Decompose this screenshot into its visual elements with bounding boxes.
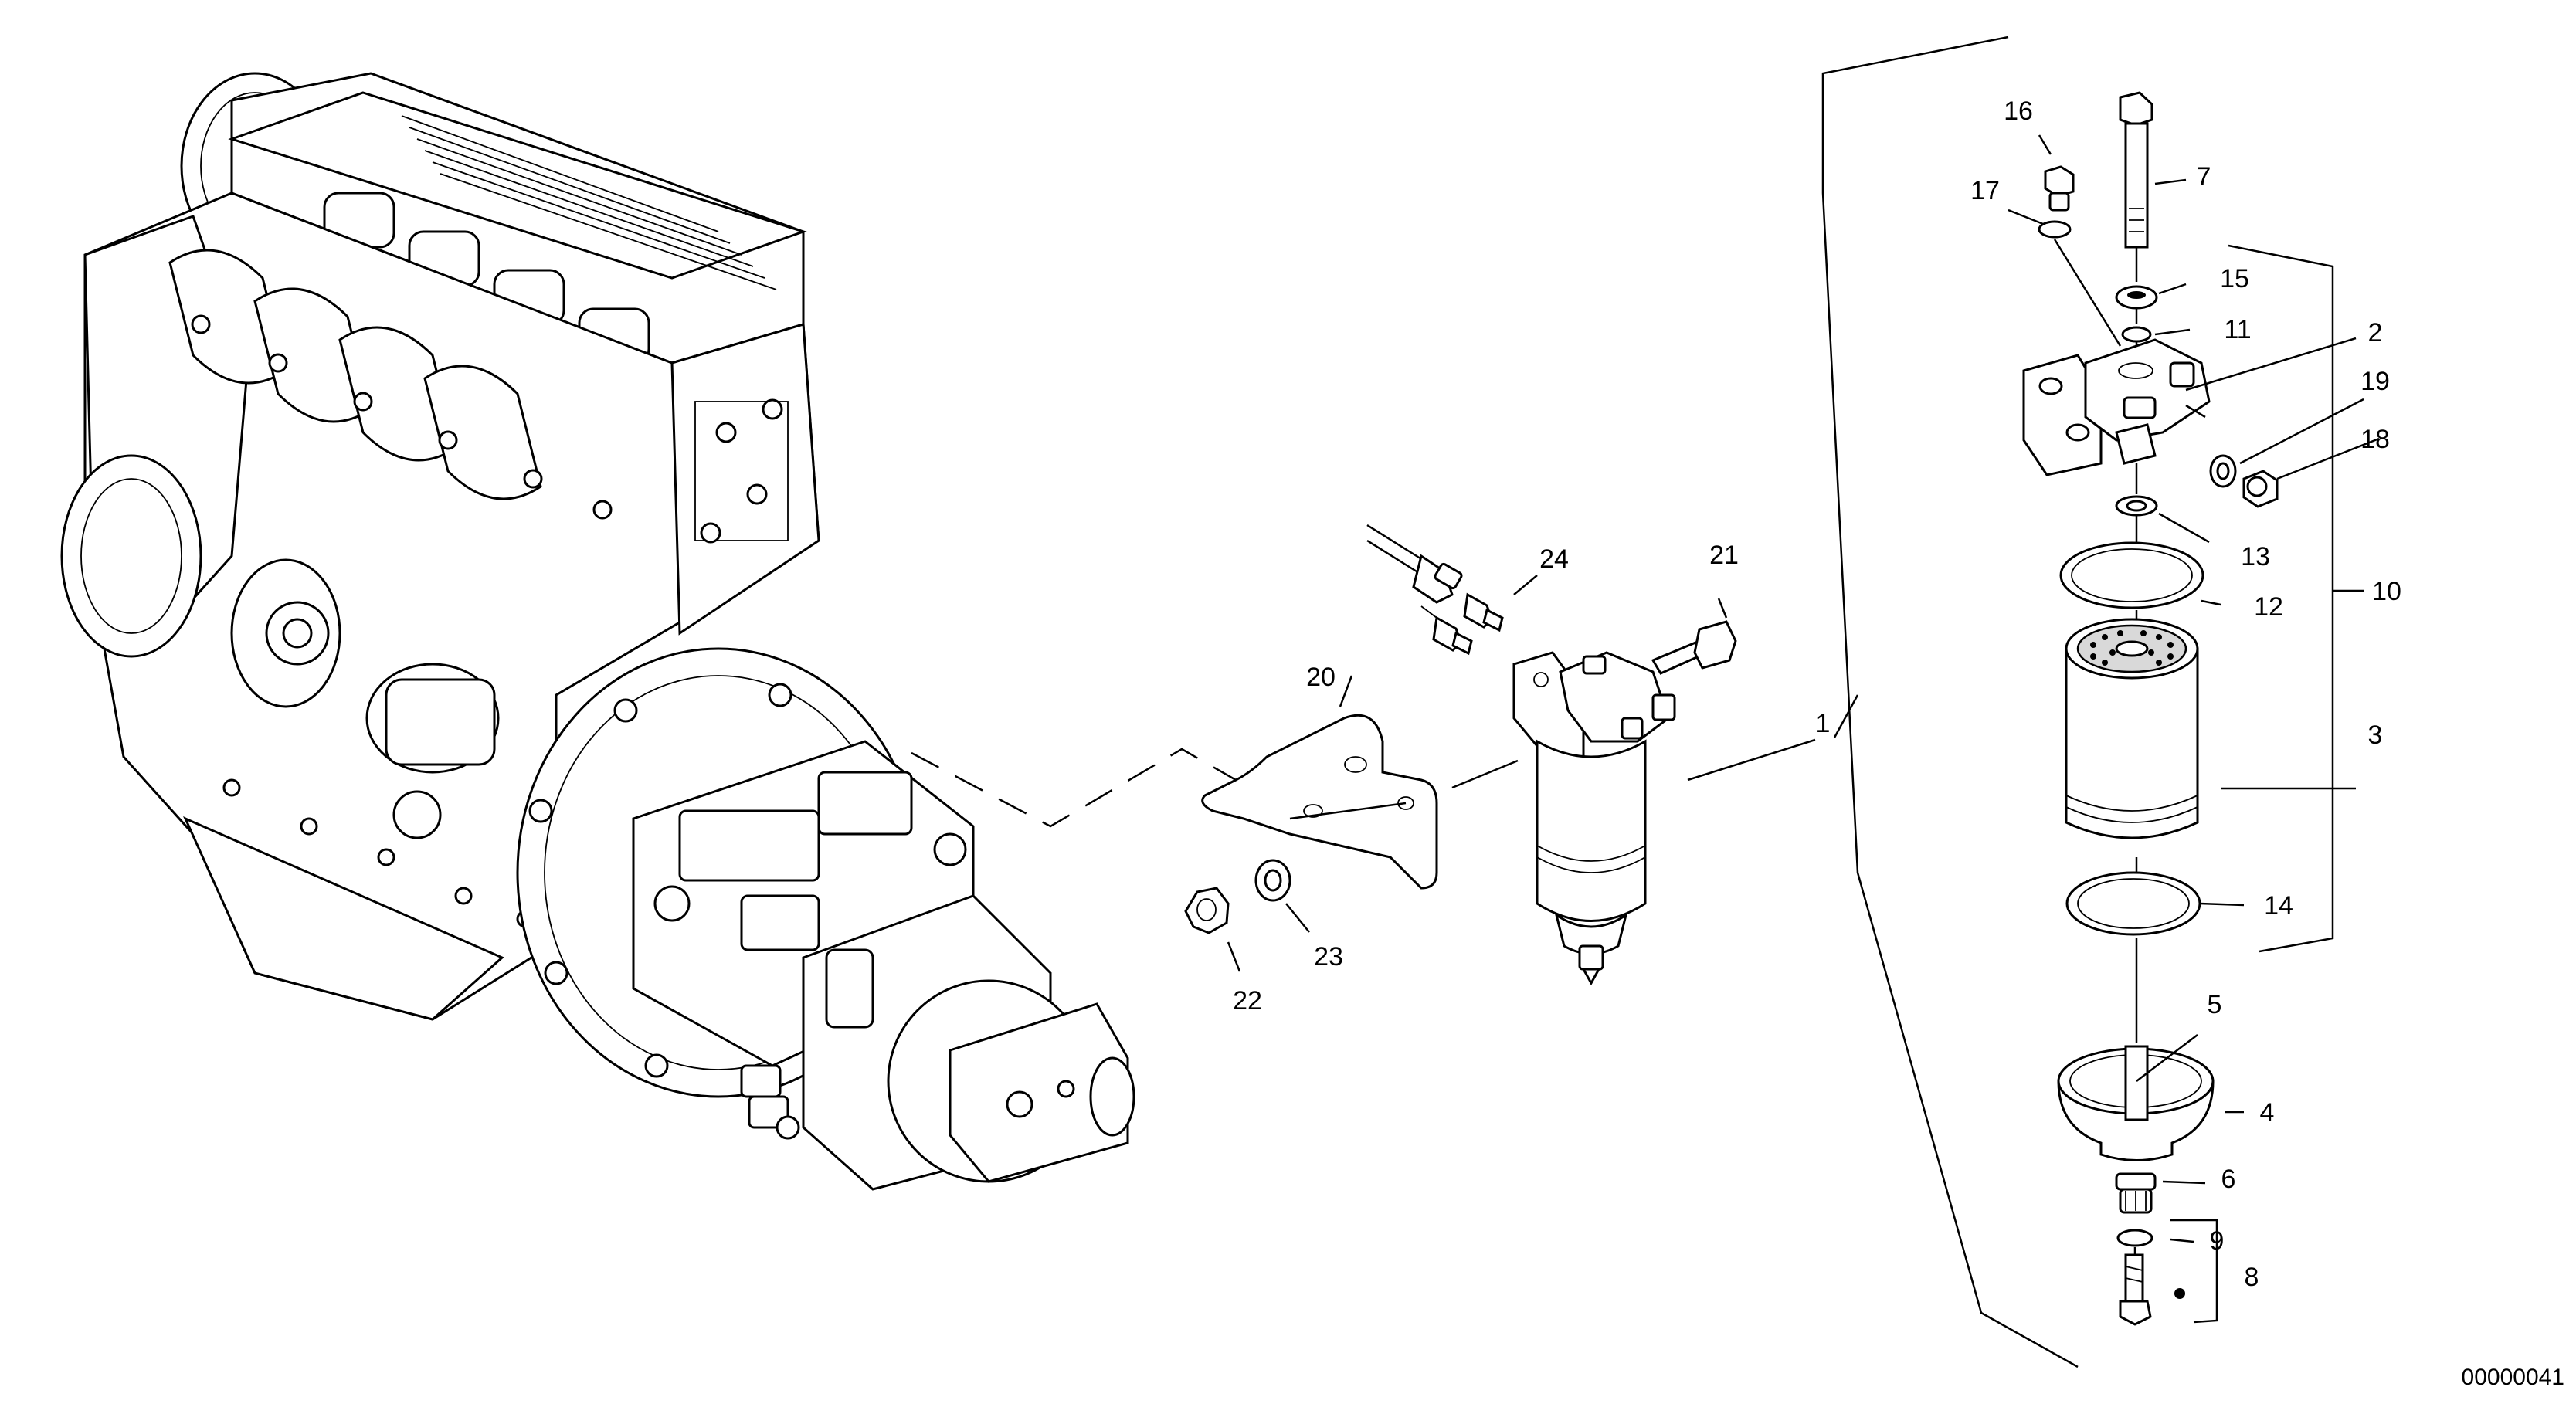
callout-15: 15 [2220,264,2249,293]
callout-13: 13 [2241,542,2270,571]
callout-3: 3 [2368,721,2383,750]
callout-20: 20 [1306,663,1336,692]
callout-24: 24 [1539,544,1569,574]
callout-21: 21 [1709,541,1739,570]
callout-6: 6 [2221,1165,2236,1194]
callout-22: 22 [1233,986,1262,1016]
callout-11: 11 [2224,315,2251,344]
flat-washer [1254,859,1291,902]
seal-ring [2121,326,2152,343]
filter-cartridge [2065,618,2199,839]
callout-12: 12 [2254,592,2283,622]
callout-5: 5 [2208,990,2222,1019]
water-separator-bowl [2057,1045,2215,1161]
drain-plug [2115,1172,2157,1214]
callout-19: 19 [2360,367,2390,396]
callout-8: 8 [2245,1263,2259,1292]
o-ring-upper [2059,541,2204,609]
hex-nut [1184,887,1230,934]
callout-1: 1 [1816,709,1831,738]
drawing-reference-number: 00000041 [2462,1365,2564,1390]
callout-16: 16 [2004,97,2033,126]
gear-pump [949,1002,1129,1183]
drain-screw [2119,1253,2185,1326]
callout-9: 9 [2210,1226,2225,1256]
callout-4: 4 [2260,1098,2275,1127]
filter-head [2022,338,2211,476]
exploded-filter-stack [2022,91,2279,1326]
fuel-line-fittings [1366,524,1504,656]
callout-2: 2 [2368,318,2383,348]
callout-7: 7 [2197,162,2211,192]
callout-18: 18 [2360,425,2390,454]
callout-23: 23 [1314,942,1343,971]
mounting-bracket [1201,714,1438,890]
callout-14: 14 [2264,891,2293,921]
callout-17: 17 [1970,176,2000,205]
frame-lines [1821,36,2334,1368]
leader-lines [1227,134,2380,1243]
plug-washer [2038,220,2072,239]
filter-assembly-mounted [1512,620,1737,986]
long-bolt [2119,91,2153,127]
drain-washer [2116,1229,2153,1247]
connection-dashed-line [911,748,1237,828]
crank-pulley [60,454,202,658]
o-ring-lower [2065,871,2201,936]
callout-labels: 1 2 3 4 5 6 7 8 9 10 11 12 13 14 15 16 1… [1233,97,2401,1292]
filter-canister [1536,739,1647,922]
callout-10: 10 [2372,577,2401,606]
vent-plug [2044,165,2075,198]
engine-assembly [60,72,1135,1191]
